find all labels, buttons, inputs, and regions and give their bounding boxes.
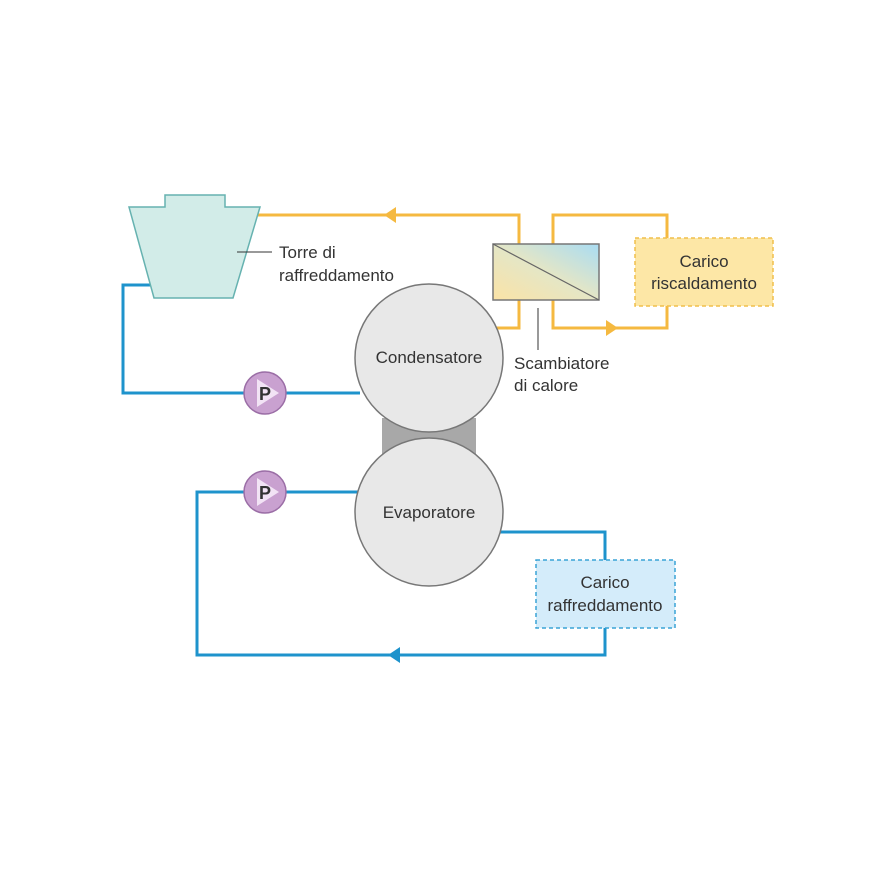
heat-exchanger-diagonal (492, 243, 600, 301)
cold-pipe-evaporator-out (500, 530, 607, 560)
flow-arrow-heating-return (606, 320, 618, 336)
evaporator-vessel (354, 437, 504, 587)
exchanger-label-line1: Scambiatore (514, 354, 609, 373)
hot-pipe-condenser-out (496, 300, 521, 330)
tower-label-line1: Torre di (279, 243, 336, 262)
pump-bottom-label: P (259, 483, 271, 503)
flow-arrow-chilled-return (388, 647, 400, 663)
hot-pipe-tower-return (258, 213, 521, 244)
cooling-label-line2: raffreddamento (548, 596, 663, 615)
pump-top: P (243, 371, 287, 415)
hot-pipe-heating-supply (551, 213, 669, 244)
exchanger-label-line2: di calore (514, 376, 578, 395)
heating-label-line1: Carico (679, 252, 728, 271)
tower-label-line2: raffreddamento (279, 266, 394, 285)
cold-pipe-tower-loop (121, 283, 360, 395)
flow-arrow-tower-return (384, 207, 396, 223)
pump-top-label: P (259, 384, 271, 404)
pump-bottom: P (243, 470, 287, 514)
heating-label-line2: riscaldamento (651, 274, 757, 293)
cooling-load-box (535, 559, 676, 629)
cooling-label-line1: Carico (580, 573, 629, 592)
heating-load-box (634, 237, 774, 307)
cooling-tower (128, 194, 262, 299)
condenser-vessel (354, 283, 504, 433)
condenser-label: Condensatore (376, 348, 483, 367)
evaporator-label: Evaporatore (383, 503, 476, 522)
